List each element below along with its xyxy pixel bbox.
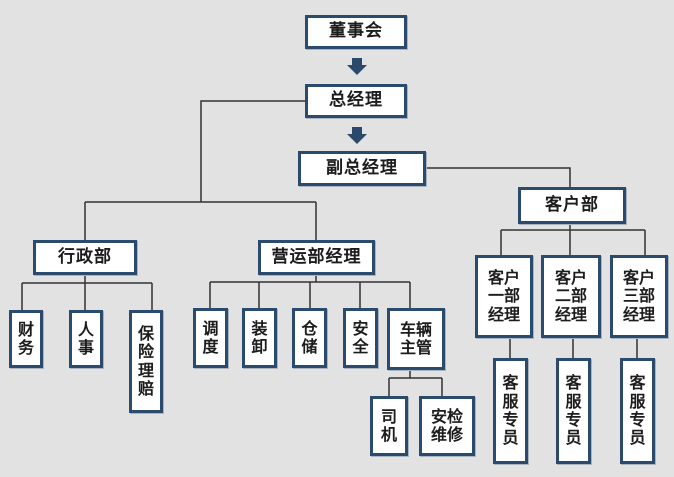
down-arrow-icon: [347, 58, 367, 75]
node-ops-manager: 营运部经理: [258, 240, 375, 275]
node-customer-manager-1: 客户 一部 经理: [475, 255, 533, 338]
node-customer-manager-2: 客户 二部 经理: [541, 255, 601, 338]
node-loading: 装 卸: [242, 308, 277, 368]
node-board: 董事会: [305, 15, 407, 49]
node-safety: 安 全: [343, 308, 378, 368]
node-dispatch: 调 度: [193, 308, 228, 368]
node-customer-service-1: 客 服 专 员: [493, 358, 528, 464]
node-customer-manager-3: 客户 三部 经理: [610, 255, 668, 338]
connector-vice-to-customer: [426, 167, 571, 187]
node-safety-maintenance: 安检 维修: [419, 396, 475, 456]
node-vehicle-mgmt: 车辆 主管: [387, 308, 445, 370]
node-hr: 人 事: [69, 310, 103, 368]
node-storage: 仓 储: [292, 308, 327, 368]
node-ceo: 总经理: [305, 84, 407, 118]
node-customer-dept: 客户部: [518, 187, 626, 224]
node-customer-service-2: 客 服 专 员: [556, 358, 591, 464]
node-driver: 司 机: [370, 396, 408, 456]
node-admin-dept: 行政部: [33, 240, 137, 275]
connector-ceo-branch: [200, 100, 306, 202]
node-insurance-claims: 保 险 理 赔: [129, 310, 163, 413]
node-vice-ceo: 副总经理: [298, 151, 426, 186]
down-arrow-icon: [347, 127, 367, 144]
node-customer-service-3: 客 服 专 员: [620, 358, 655, 464]
node-finance: 财 务: [9, 310, 43, 368]
